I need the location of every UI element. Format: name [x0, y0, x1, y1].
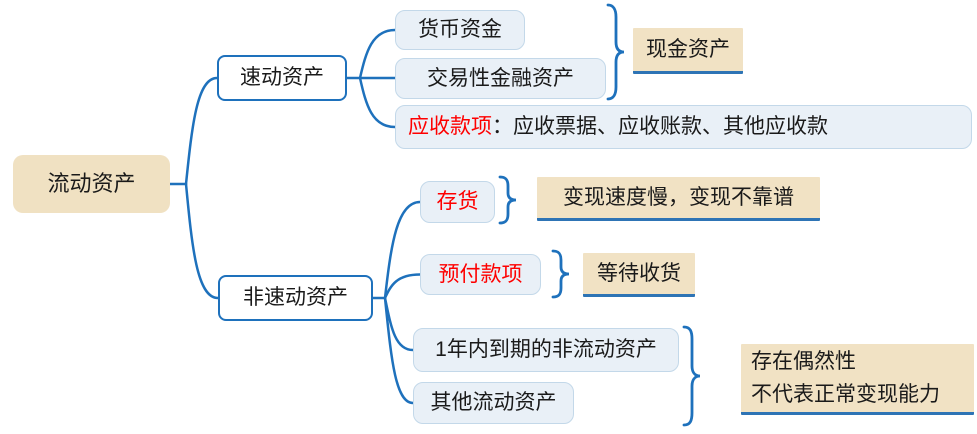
- node-monetary-funds-label: 货币资金: [418, 18, 502, 42]
- node-noncurrent-due-label: 1年内到期的非流动资产: [435, 338, 657, 362]
- connector-nonquick-to-othercurrent: [383, 296, 415, 405]
- node-other-current-assets[interactable]: 其他流动资产: [413, 382, 574, 424]
- note-contingency-line2: 不代表正常变现能力: [751, 383, 940, 406]
- node-non-quick-assets-label: 非速动资产: [243, 286, 348, 310]
- node-receivables[interactable]: 应收款项：应收票据、应收账款、其他应收款: [395, 105, 972, 149]
- node-monetary-funds[interactable]: 货币资金: [395, 10, 525, 50]
- node-non-quick-assets[interactable]: 非速动资产: [218, 275, 373, 321]
- node-receivables-detail: ：应收票据、应收账款、其他应收款: [492, 115, 828, 139]
- note-inventory-liquidity-label: 变现速度慢，变现不靠谱: [563, 185, 794, 209]
- node-cash-assets-label: 现金资产: [646, 37, 730, 61]
- curly-brace-cash-assets: [606, 3, 625, 101]
- node-prepayments[interactable]: 预付款项: [420, 254, 541, 295]
- curly-brace-inventory: [498, 175, 517, 225]
- node-prepayments-label: 预付款项: [438, 262, 523, 286]
- node-other-current-assets-label: 其他流动资产: [430, 391, 557, 415]
- node-trading-financial-assets[interactable]: 交易性金融资产: [395, 58, 606, 99]
- curly-brace-prepayments: [551, 249, 570, 299]
- connector-root-to-nonquick: [184, 182, 220, 300]
- note-awaiting-goods-label: 等待收货: [597, 261, 681, 285]
- note-contingency[interactable]: 存在偶然性 不代表正常变现能力: [741, 344, 974, 415]
- curly-brace-summary: [682, 325, 701, 427]
- node-receivables-head: 应收款项: [408, 115, 492, 139]
- connector-root-to-quick: [184, 76, 219, 186]
- node-current-assets-label: 流动资产: [47, 170, 136, 196]
- node-quick-assets-label: 速动资产: [240, 66, 324, 90]
- node-noncurrent-due-within-one-year[interactable]: 1年内到期的非流动资产: [413, 328, 679, 372]
- note-contingency-line1: 存在偶然性: [751, 350, 856, 373]
- connector-nonquick-to-inventory: [383, 200, 422, 300]
- node-cash-assets[interactable]: 现金资产: [633, 28, 743, 74]
- node-quick-assets[interactable]: 速动资产: [217, 55, 347, 101]
- node-trading-financial-assets-label: 交易性金融资产: [427, 66, 574, 90]
- connector-quick-to-monetary: [358, 28, 397, 80]
- connector-quick-to-receivables: [358, 76, 397, 129]
- node-inventory-label: 存货: [436, 190, 479, 214]
- node-inventory[interactable]: 存货: [420, 181, 495, 223]
- node-current-assets[interactable]: 流动资产: [13, 155, 170, 213]
- note-inventory-liquidity[interactable]: 变现速度慢，变现不靠谱: [537, 177, 820, 221]
- connector-nonquick-to-prepayments: [383, 273, 422, 300]
- note-awaiting-goods[interactable]: 等待收货: [583, 253, 695, 297]
